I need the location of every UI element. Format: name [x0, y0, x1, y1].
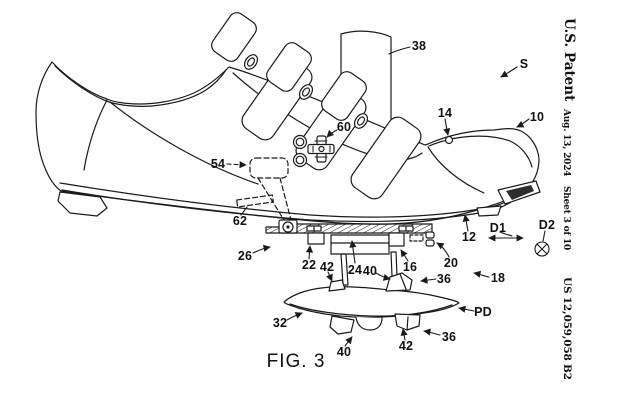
patent-sheet-label: Sheet 3 of 10 [561, 186, 571, 251]
figure-caption: FIG. 3 [266, 351, 326, 372]
direction-indicators [488, 230, 550, 257]
shoe-straps [211, 12, 422, 200]
pedal [283, 272, 460, 335]
cleat-plate-assembly [265, 219, 435, 286]
shoe-body [35, 61, 541, 225]
patent-number-label: US 12,059,058 B2 [561, 277, 573, 380]
sensor-indicators [236, 157, 292, 221]
leader-lines [226, 46, 530, 347]
patent-date-label: Aug. 13, 2024 [561, 109, 571, 177]
dial-and-eyelets [292, 134, 335, 168]
patent-office-label: U.S. Patent [561, 18, 577, 102]
